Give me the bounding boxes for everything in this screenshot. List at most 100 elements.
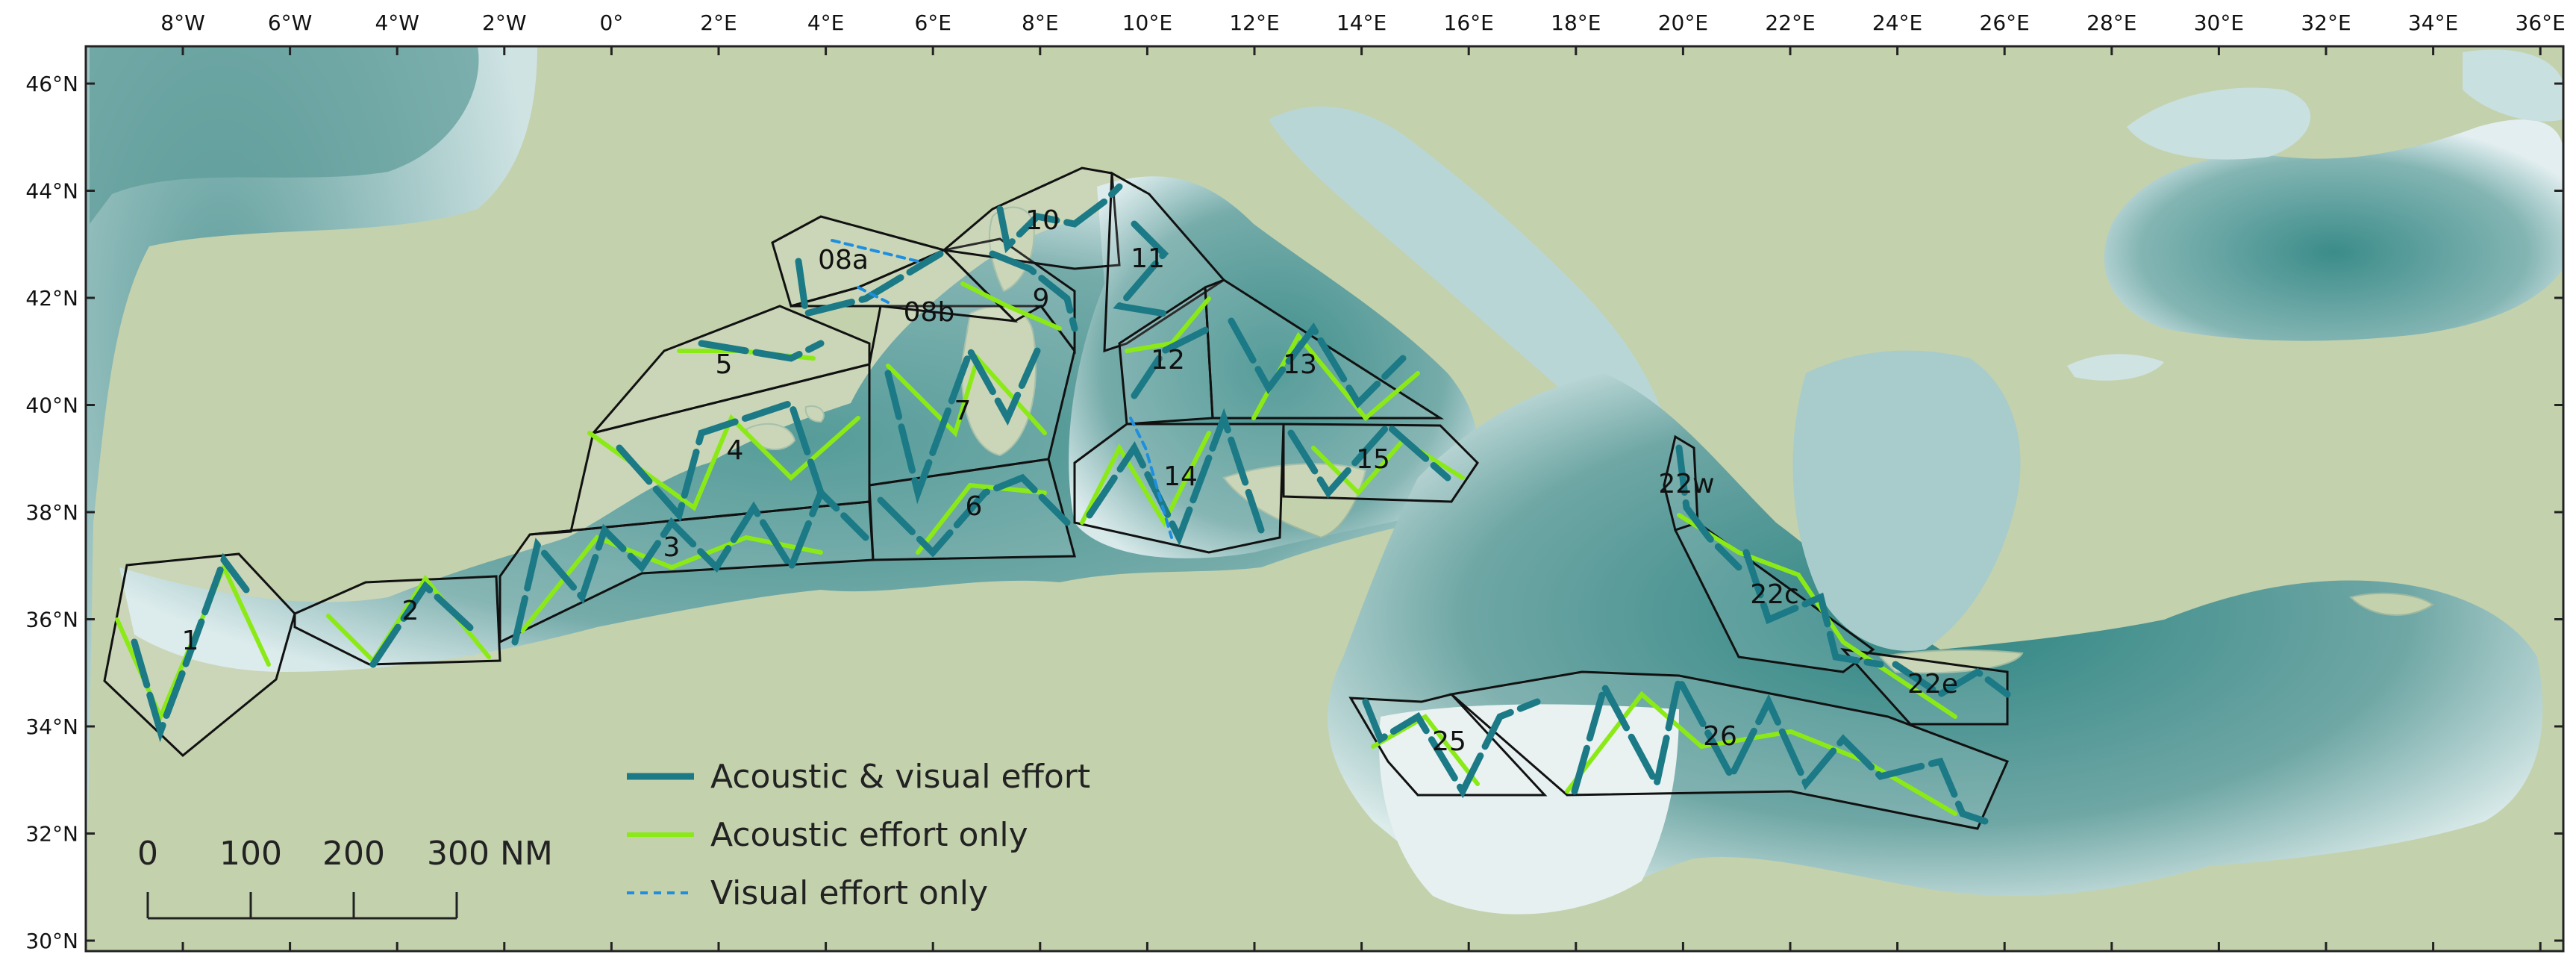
track-visual-08 [831,239,919,263]
lon-tick-label: 30°E [2194,10,2244,35]
black-sea [2104,119,2563,341]
track-block1-teal [131,552,250,743]
scale-bar-labels: 0 100 200 300 NM [137,835,553,873]
block-label-12: 12 [1151,345,1185,376]
block-label-22c: 22c [1750,579,1799,610]
track-block10-teal [996,183,1123,254]
track-block7-green [886,354,1047,437]
marmara-sea [2067,354,2164,381]
track-block4-green [587,414,860,511]
block-label-6: 6 [966,491,983,522]
sicily-island [1222,463,1367,539]
scale-label-100: 100 [219,835,282,873]
biscay-deep [90,46,479,224]
lat-tick-label: 44°N [25,179,78,204]
track-block7-teal [884,343,1041,505]
survey-blocks [103,166,2010,830]
lon-tick-label: 10°E [1122,10,1172,35]
lon-tick-label: 32°E [2301,10,2351,35]
lat-tick-label: 42°N [25,286,78,311]
lon-tick-label: 34°E [2408,10,2458,35]
lat-tick-label: 40°N [25,393,78,418]
black-sea-ne [2463,49,2563,122]
effort-tracks [115,183,2011,825]
scale-label-0: 0 [137,835,158,873]
legend-label-acoustic-visual: Acoustic & visual effort [710,758,1090,796]
lon-tick-label: 12°E [1229,10,1279,35]
cyprus-island [2349,592,2434,616]
track-22c-teal [1742,549,1884,668]
latitude-ticks: 46°N44°N42°N40°N38°N36°N34°N32°N30°N [25,72,2563,953]
map-frame [84,45,2565,953]
block-label-22w: 22w [1658,469,1714,499]
block-label-26: 26 [1703,721,1737,752]
acoustic-visual-tracks [131,183,2011,825]
lon-tick-label: 6°E [914,10,951,35]
tyrrhenian-sea [1069,176,1478,558]
lon-tick-label: 8°E [1022,10,1059,35]
lat-tick-label: 34°N [25,714,78,739]
block-15 [1282,423,1479,503]
lon-tick-label: 28°E [2086,10,2136,35]
adriatic-sea [1269,106,1664,424]
track-25-teal [1362,698,1541,799]
block-label-15: 15 [1356,444,1390,475]
track-visual-14 [1129,417,1173,539]
block-label-9: 9 [1033,284,1050,314]
lon-tick-label: 20°E [1658,10,1708,35]
block-7 [868,305,1076,487]
track-block5-teal [698,340,825,362]
track-block9-green [960,281,1062,331]
crete-island [1878,649,2024,674]
track-block3-teal [511,486,869,646]
track-22e-teal [1892,661,2011,699]
lon-tick-label: 2°E [700,10,737,35]
lat-tick-label: 30°N [25,929,78,953]
lat-tick-label: 38°N [25,500,78,525]
scale-bar [146,892,458,920]
track-block15-teal [1287,420,1451,499]
scale-label-200: 200 [322,835,385,873]
lon-tick-label: 36°E [2516,10,2566,35]
legend: Acoustic & visual effort Acoustic effort… [627,758,1090,912]
lon-tick-label: 6°W [268,10,313,35]
scale-label-300: 300 NM [427,835,553,873]
track-block14-green [1080,431,1211,528]
track-25-green [1371,714,1480,786]
track-block14-teal [1086,408,1265,546]
block-labels: 1 2 3 4 5 6 7 08a 08b 9 10 11 12 13 14 1… [182,205,1958,757]
track-22w-teal [1675,444,1742,571]
track-block6-teal [877,473,1071,558]
lon-tick-label: 2°W [482,10,527,35]
block-5 [590,305,871,435]
lon-tick-label: 4°W [375,10,419,35]
track-block9-teal [989,250,1078,332]
lon-tick-label: 22°E [1765,10,1815,35]
block-label-3: 3 [663,532,681,563]
lat-tick-label: 32°N [25,822,78,847]
lon-tick-label: 16°E [1444,10,1494,35]
legend-label-visual-only: Visual effort only [710,874,988,912]
lon-tick-label: 8°W [160,10,205,35]
block-label-08b: 08b [904,297,955,328]
block-label-25: 25 [1432,726,1466,757]
block-label-5: 5 [716,349,733,380]
block-label-1: 1 [182,626,199,656]
track-block6-green [916,482,1047,555]
track-26-teal [1571,670,1989,825]
visual-only-tracks [831,239,1173,539]
track-block8-teal [795,250,944,318]
block-label-13: 13 [1283,349,1317,380]
block-label-4: 4 [727,435,744,466]
legend-label-acoustic-only: Acoustic effort only [710,816,1028,854]
aegean-sea [1792,350,2021,651]
lon-tick-label: 24°E [1872,10,1922,35]
block-label-11: 11 [1131,243,1165,274]
lon-tick-label: 18°E [1551,10,1601,35]
lon-tick-label: 26°E [1980,10,2030,35]
block-26 [1448,670,2010,830]
lon-tick-label: 14°E [1337,10,1387,35]
track-block3-green [520,535,823,633]
track-block15-green [1311,437,1465,496]
black-sea-nw [2127,87,2311,160]
